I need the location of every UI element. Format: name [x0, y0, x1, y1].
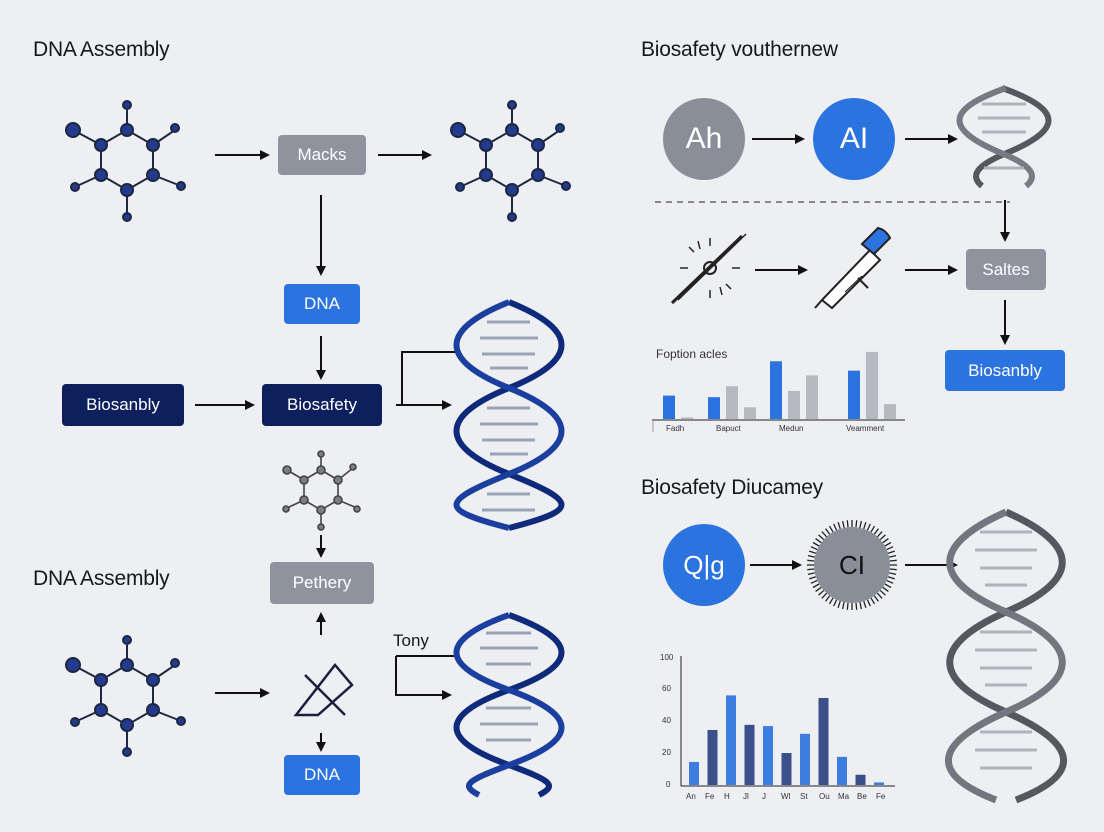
- dna-helix-icon-left-bottom: [453, 612, 565, 798]
- chart1-xtick: Medun: [779, 424, 804, 433]
- sparkle-tool-icon: [670, 233, 747, 305]
- qg-circle-icon: Q|g: [663, 524, 745, 606]
- chart2-xtick: Fe: [705, 792, 715, 801]
- chart2-xtick: J: [762, 792, 766, 801]
- dna-assembly-heading-top: DNA Assembly: [33, 38, 170, 61]
- macks-box: Macks: [278, 135, 366, 175]
- chart2-bar: [763, 726, 773, 785]
- dna-box-top: DNA: [284, 284, 360, 324]
- chart2-xtick: Fe: [876, 792, 886, 801]
- chart1-xtick: Veamment: [846, 424, 885, 433]
- chart2-ytick: 60: [662, 684, 671, 693]
- chart1-bar: [708, 397, 720, 419]
- dna-helix-icon-left-top: [453, 299, 565, 531]
- ai-circle-icon: AI: [813, 98, 895, 180]
- chart2-bar: [707, 729, 718, 785]
- chart1-bar: [744, 407, 756, 419]
- chart2-ytick: 40: [662, 716, 671, 725]
- chart2-bar: [837, 756, 847, 785]
- chart2-ytick: 20: [662, 748, 671, 757]
- saltes-box: Saltes: [966, 249, 1046, 290]
- crossed-tool-icon: [293, 663, 354, 717]
- chart2-xtick: Be: [857, 792, 867, 801]
- chart1-bar: [681, 417, 693, 419]
- chart2-xtick: Ma: [838, 792, 850, 801]
- chart1-bar: [848, 370, 860, 419]
- chart1-xtick: Fadh: [666, 424, 685, 433]
- dna-assembly-heading-bottom: DNA Assembly: [33, 567, 170, 590]
- bracket-tony: [395, 655, 455, 695]
- chart1-xtick: Bapuct: [716, 424, 741, 433]
- biosafety-heading-top: Biosafety vouthernew: [641, 38, 838, 61]
- bracket-biosafety: [401, 351, 455, 405]
- biosafety-heading-bottom: Biosafety Diucamey: [641, 476, 823, 499]
- chart2-xtick: Ou: [819, 792, 830, 801]
- chart2-bar: [781, 753, 792, 785]
- ci-circle-icon: CI: [814, 527, 890, 603]
- chart2-bar: [874, 782, 884, 785]
- chart2-xtick: An: [686, 792, 696, 801]
- dna-helix-icon-right-bottom: [945, 508, 1067, 804]
- syringe-tool-icon: [814, 226, 892, 310]
- chart1-bar: [663, 395, 675, 419]
- chart2-xtick: Wl: [781, 792, 791, 801]
- chart2-xtick: H: [724, 792, 730, 801]
- pethery-box: Pethery: [270, 562, 374, 604]
- dna-box-bottom: DNA: [284, 755, 360, 795]
- chart2-bar: [855, 774, 866, 785]
- chart1-bar: [788, 390, 800, 419]
- chart2-ytick: 0: [666, 780, 671, 789]
- chart1-bar: [884, 404, 896, 419]
- biosanbly-box-left: Biosanbly: [62, 384, 184, 426]
- chart1-bar: [726, 386, 738, 419]
- molecule-icon-top-left: [65, 100, 571, 757]
- chart1-title: Foption acles: [656, 347, 728, 361]
- tony-label: Tony: [393, 631, 429, 650]
- chart2-bar: [818, 697, 829, 785]
- dna-helix-icon-right-top: [956, 85, 1052, 189]
- chart1-bar: [806, 375, 818, 419]
- chart2-xtick: St: [800, 792, 808, 801]
- chart1-bar: [866, 351, 878, 419]
- biosanbly-box-right: Biosanbly: [945, 350, 1065, 391]
- chart2-ytick: 100: [660, 653, 674, 662]
- chart2-bar: [689, 761, 699, 785]
- molecule-icon-small-gray: [282, 450, 361, 531]
- chart2-bar: [744, 724, 755, 785]
- chart2-bar: [726, 695, 736, 785]
- chart2-bar: [800, 733, 810, 785]
- ci-spiky-ring: [807, 520, 897, 610]
- ah-circle-icon: Ah: [663, 98, 745, 180]
- chart1-bar: [770, 361, 782, 419]
- biosafety-box: Biosafety: [262, 384, 382, 426]
- chart2-xtick: Jl: [743, 792, 749, 801]
